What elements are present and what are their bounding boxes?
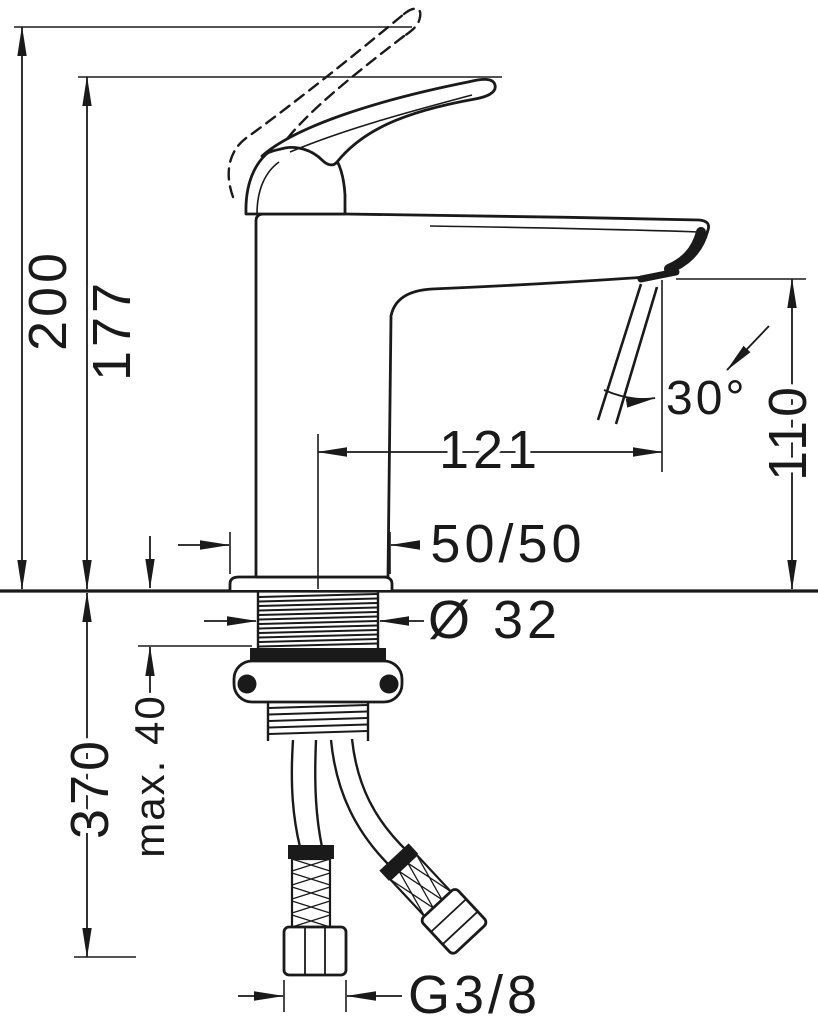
handle-dome-seam <box>256 161 280 215</box>
dim-50-50 <box>178 532 420 574</box>
dim-370 <box>74 592 136 958</box>
dim-110 <box>676 278 806 590</box>
supply-hose-right <box>329 738 488 955</box>
label-max-mounting-thickness: max. 40 <box>126 694 173 857</box>
label-hole-diameter: Ø 32 <box>428 590 561 650</box>
hose-nut-left <box>282 925 348 977</box>
hose-nut-right <box>420 888 488 955</box>
dim-max-40 <box>138 536 252 704</box>
angle-leader-arrow <box>726 325 770 371</box>
label-stream-angle: 30° <box>666 372 748 425</box>
supply-hose-left <box>282 739 348 977</box>
hose-connector-left <box>282 845 348 977</box>
label-overall-height: 200 <box>18 249 78 351</box>
shank-thread-lines <box>258 593 378 648</box>
fixing-screw-right <box>379 674 399 694</box>
dimension-labels: 200 177 110 121 50/50 Ø 32 30° max. 40 3… <box>13 244 818 1027</box>
dim-177 <box>78 76 502 590</box>
hose-connector-right <box>379 843 488 955</box>
dim-angle-30 <box>603 325 770 408</box>
fixing-screw-left <box>237 674 257 694</box>
spout-top-inner-line <box>429 225 700 233</box>
label-connection-thread: G3/8 <box>408 965 541 1025</box>
faucet-body-spout <box>254 212 710 579</box>
angle-arc-arrow <box>603 389 656 408</box>
label-height-to-top: 177 <box>82 279 142 381</box>
lower-shank-thread-lines <box>268 704 368 735</box>
handle-raised-dashed <box>227 7 422 199</box>
handle-lever <box>260 77 497 167</box>
label-spout-reach: 121 <box>439 420 541 480</box>
dim-121 <box>317 280 663 589</box>
seal-washer <box>250 648 386 661</box>
handle-lever-inner-line <box>289 94 473 153</box>
label-base-width: 50/50 <box>430 514 585 574</box>
label-spout-height: 110 <box>758 383 818 481</box>
dim-g38 <box>238 980 402 1012</box>
label-below-deck-length: 370 <box>60 737 120 839</box>
aerator-outlet <box>637 268 680 283</box>
water-stream <box>596 283 659 425</box>
spout-tip-accent <box>664 227 706 274</box>
base-plate <box>228 575 394 590</box>
faucet-body-group <box>227 7 710 590</box>
dim-200 <box>14 26 412 590</box>
mounting-flange <box>232 659 404 704</box>
mounting-shank <box>232 592 404 741</box>
